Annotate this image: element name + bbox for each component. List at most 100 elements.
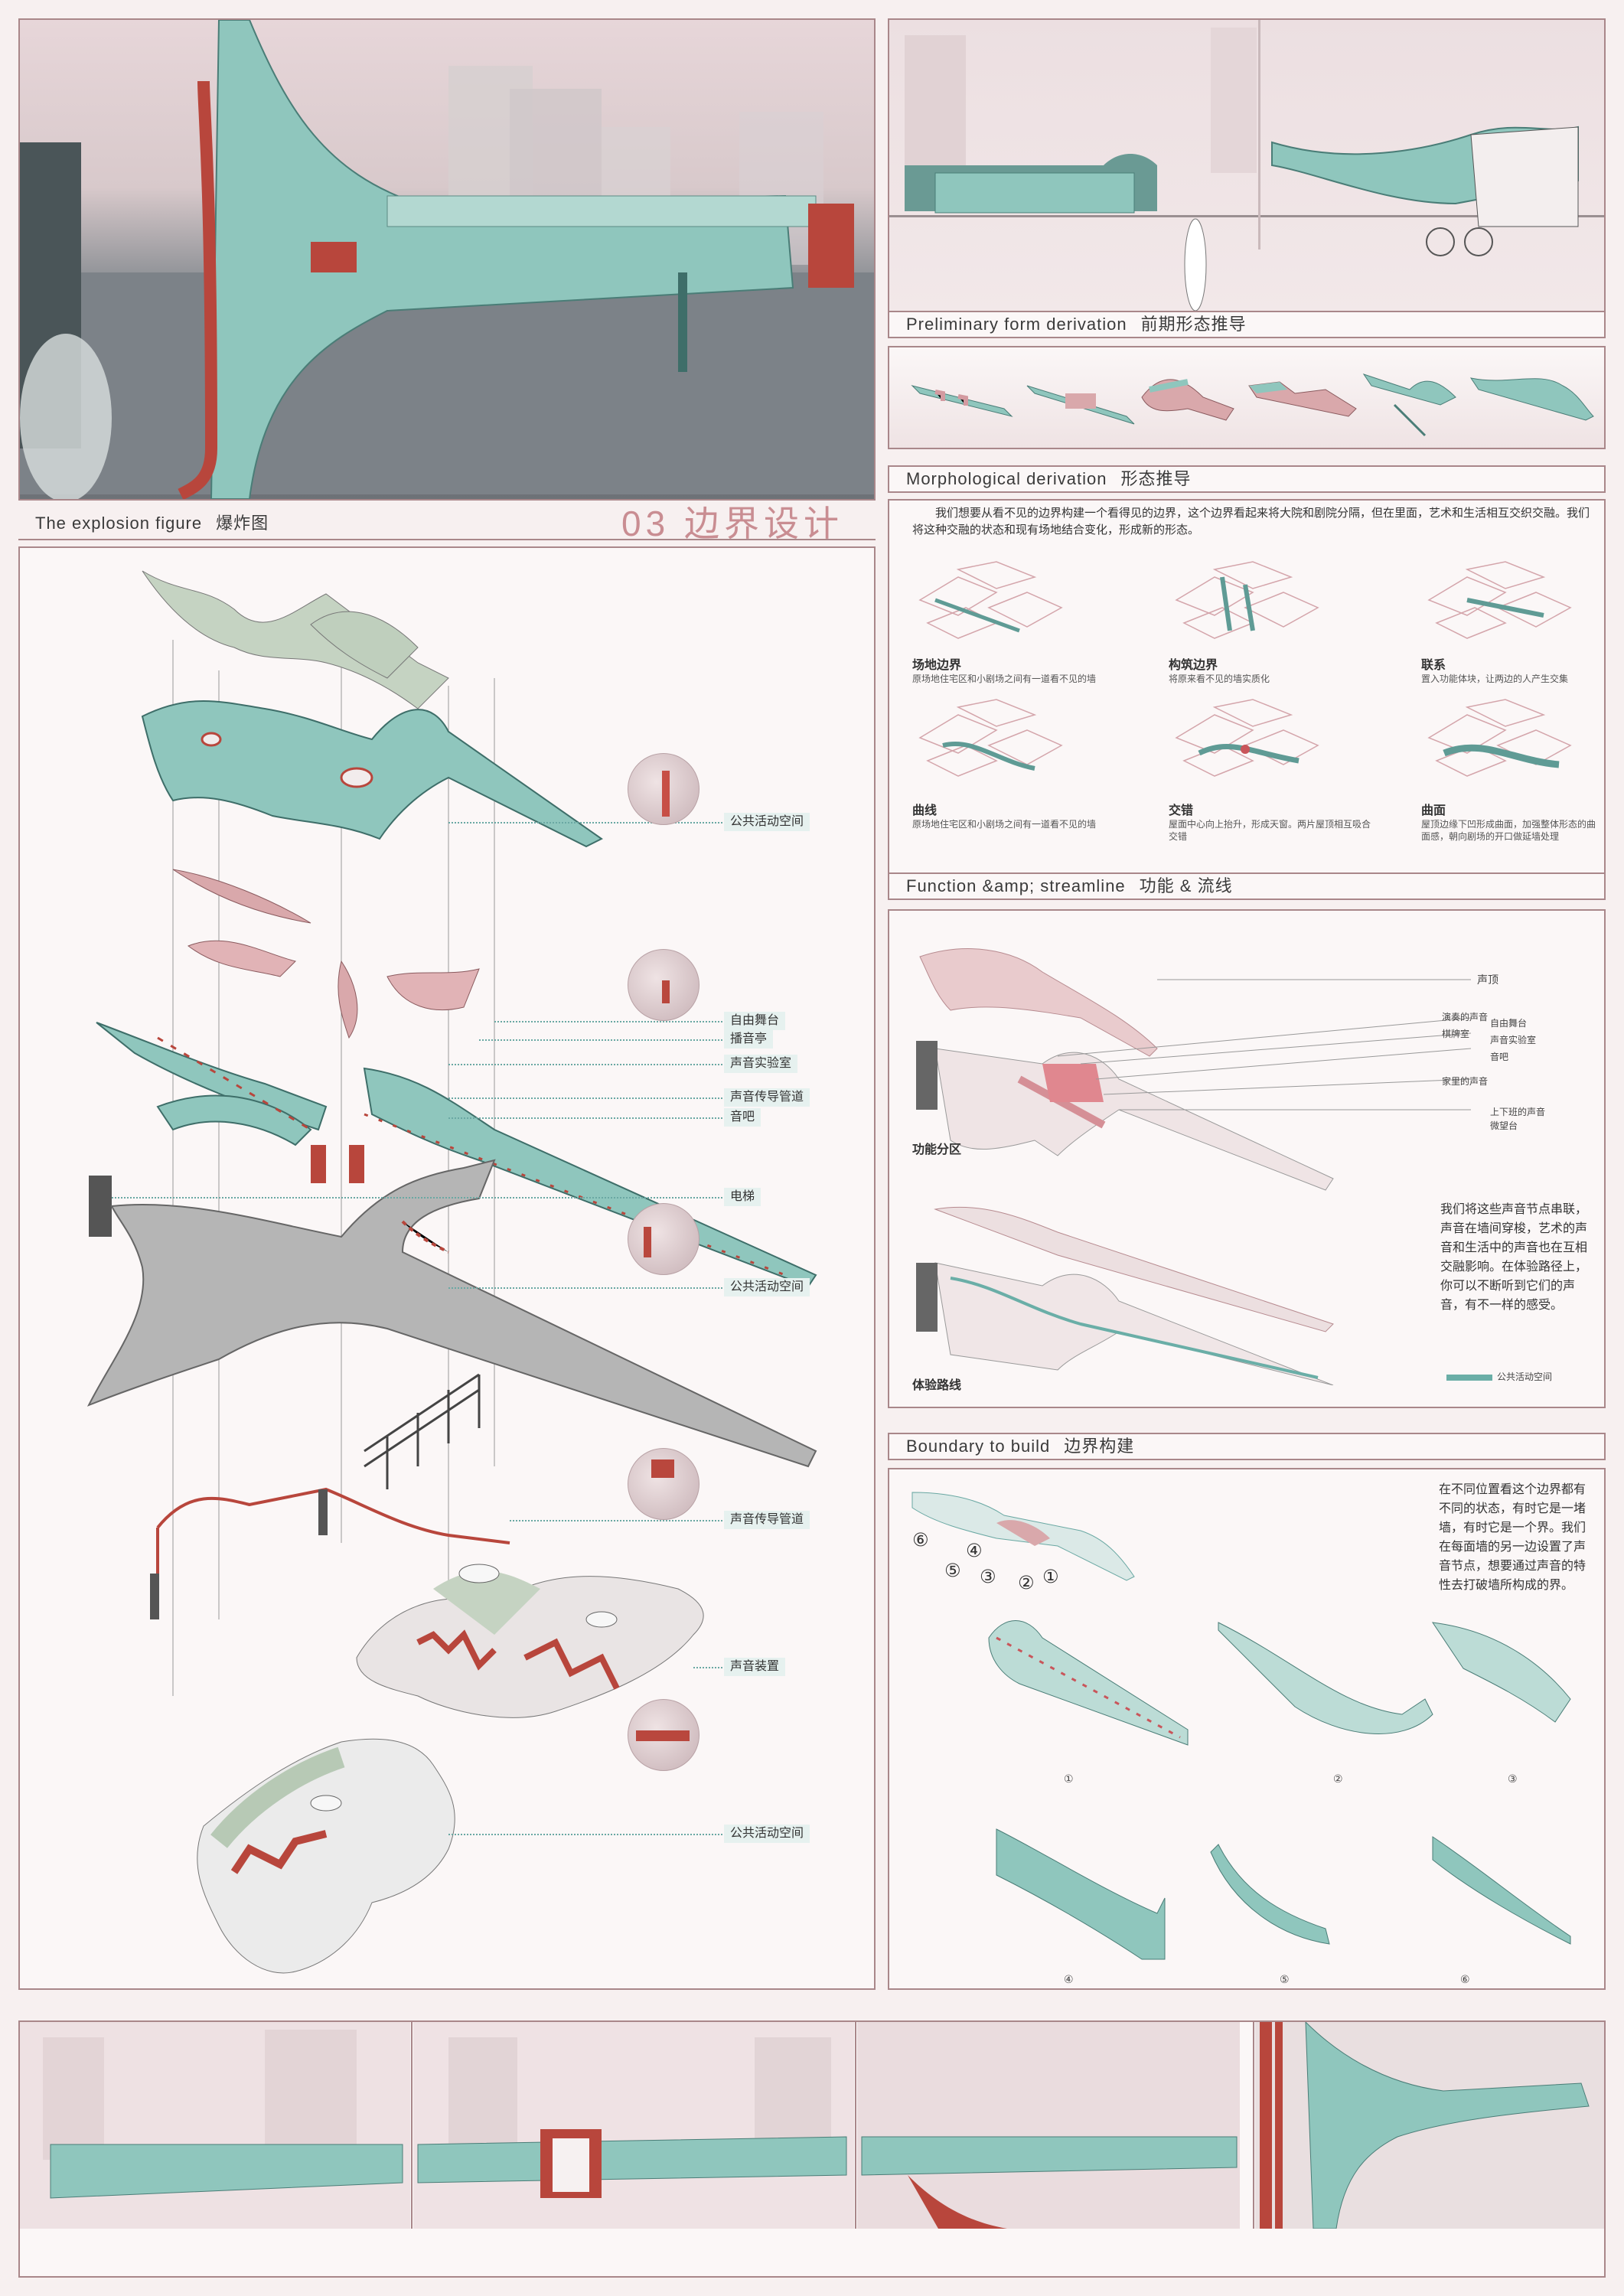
morph-desc-2: 将原来看不见的墙实质化 <box>1169 673 1270 684</box>
callout-8: 声音传导管道 <box>724 1511 810 1529</box>
callout-line-3 <box>448 1064 732 1065</box>
morph-en: Morphological derivation <box>906 469 1107 488</box>
morph-title-3: 联系 <box>1421 659 1446 672</box>
callout-line-0 <box>448 822 732 823</box>
fn-label-2: 棋牌室 <box>1442 1029 1470 1039</box>
callout-1: 自由舞台 <box>724 1012 786 1030</box>
bottom-strip-renders <box>20 2020 1604 2276</box>
view-label-6: ⑥ <box>1460 1973 1470 1985</box>
morph-diagram-3 <box>1427 561 1572 639</box>
prelim-panel <box>888 346 1606 449</box>
callout-7: 公共活动空间 <box>724 1278 810 1296</box>
section-header-explosion: The explosion figure 爆炸图 <box>18 511 432 539</box>
fn-legend-label: 公共活动空间 <box>1497 1371 1553 1382</box>
morph-desc-4: 原场地住宅区和小剧场之间有一道看不见的墙 <box>912 819 1097 830</box>
explosion-en: The explosion figure <box>35 514 203 533</box>
explosion-panel: 公共活动空间 自由舞台 播音亭 声音实验室 声音传导管道 音吧 电梯 公共活动空… <box>18 546 876 1990</box>
section-header-boundary: Boundary to build 边界构建 <box>888 1433 1606 1460</box>
callout-line-10 <box>448 1834 732 1835</box>
morph-item-6: 曲面 屋顶边缘下凹形成曲面，加强整体形态的曲面感，朝向剧场的开口做延墙处理 <box>1421 692 1597 868</box>
callout-0: 公共活动空间 <box>724 813 810 831</box>
morph-desc-6: 屋顶边缘下凹形成曲面，加强整体形态的曲面感，朝向剧场的开口做延墙处理 <box>1421 819 1596 842</box>
callout-4: 声音传导管道 <box>724 1088 810 1107</box>
bottom-strip <box>18 2020 1606 2278</box>
callout-10: 公共活动空间 <box>724 1825 810 1843</box>
morph-title-6: 曲面 <box>1421 804 1446 817</box>
bnum-1: ① <box>1042 1567 1059 1587</box>
explosion-drawing <box>86 570 817 1974</box>
morph-title-1: 场地边界 <box>912 659 962 672</box>
morph-item-1: 场地边界 原场地住宅区和小剧场之间有一道看不见的墙 <box>912 554 1111 700</box>
prelim-en: Preliminary form derivation <box>906 315 1127 334</box>
fn-zone-title: 功能分区 <box>912 1143 962 1156</box>
morph-title-2: 构筑边界 <box>1169 659 1218 672</box>
elevation-render <box>888 18 1606 317</box>
boundary-paragraph: 在不同位置看这个边界都有不同的状态，有时它是一堵墙，有时它是一个界。我们在每面墙… <box>1439 1483 1586 1592</box>
morph-intro: 我们想要从看不见的边界构建一个看得见的边界，这个边界看起来将大院和剧院分隔，但在… <box>912 507 1590 536</box>
callout-line-8 <box>510 1520 732 1521</box>
bubble-installation <box>628 1699 699 1771</box>
morph-item-5: 交错 屋面中心向上抬升，形成天窗。两片屋顶相互吸合交错 <box>1169 692 1375 842</box>
view-label-4: ④ <box>1064 1973 1074 1985</box>
big-title: 03 边界设计 <box>621 504 843 543</box>
boundary-en: Boundary to build <box>906 1437 1051 1456</box>
bubble-pipe <box>628 1448 699 1520</box>
bubble-public-space <box>628 753 699 825</box>
view-label-3: ③ <box>1508 1773 1518 1785</box>
fn-label-6: 家里的声音 <box>1442 1076 1489 1087</box>
morph-cn: 形态推导 <box>1120 469 1192 488</box>
header-underline <box>18 539 876 540</box>
morph-title-4: 曲线 <box>912 804 938 817</box>
explosion-cn: 爆炸图 <box>216 514 269 533</box>
morph-diagram-1 <box>918 561 1063 639</box>
hero-render-illustration <box>20 20 874 499</box>
bnum-3: ③ <box>980 1567 996 1587</box>
fn-route-title: 体验路线 <box>912 1379 962 1392</box>
function-panel: 声顶 演奏的声音 棋牌室 自由舞台 声音实验室 音吧 家里的声音 上下班的声音 … <box>888 909 1606 1408</box>
fn-label-5: 音吧 <box>1490 1052 1509 1062</box>
section-header-function: Function &amp; streamline 功能 & 流线 <box>888 872 1606 900</box>
callout-line-7 <box>448 1287 732 1289</box>
prelim-forms <box>911 373 1594 437</box>
function-en: Function &amp; streamline <box>906 876 1126 895</box>
morph-diagram-6 <box>1427 699 1572 777</box>
boundary-views-row1 <box>988 1620 1571 1746</box>
morph-diagram-2 <box>1175 561 1319 639</box>
morph-diagram-5 <box>1175 699 1319 777</box>
callout-6: 电梯 <box>724 1188 761 1206</box>
fn-paragraph: 我们将这些声音节点串联，声音在墙间穿梭，艺术的声音和生活中的声音也在互相交融影响… <box>1440 1203 1588 1312</box>
fn-label-3: 自由舞台 <box>1490 1018 1528 1029</box>
callout-line-2 <box>479 1039 732 1041</box>
bubble-elevator <box>628 1203 699 1275</box>
view-label-5: ⑤ <box>1280 1973 1290 1985</box>
callout-2: 播音亭 <box>724 1030 774 1049</box>
boundary-cn: 边界构建 <box>1064 1437 1135 1456</box>
bnum-5: ⑤ <box>944 1561 961 1581</box>
callout-line-9 <box>693 1667 732 1668</box>
function-cn: 功能 & 流线 <box>1139 876 1233 895</box>
callout-line-5 <box>448 1117 732 1119</box>
fn-label-4: 声音实验室 <box>1490 1035 1537 1045</box>
morph-item-2: 构筑边界 将原来看不见的墙实质化 <box>1169 554 1368 700</box>
hero-render <box>18 18 876 501</box>
boundary-views-row2 <box>996 1828 1571 1960</box>
morph-item-3: 联系 置入功能体块，让两边的人产生交集 <box>1421 554 1605 700</box>
boundary-key-plan <box>911 1492 1135 1581</box>
callout-line-6 <box>112 1197 732 1199</box>
callout-9: 声音装置 <box>724 1658 786 1676</box>
morph-desc-3: 置入功能体块，让两边的人产生交集 <box>1421 673 1569 684</box>
elevation-render-illustration <box>889 20 1604 311</box>
fn-label-8: 微望台 <box>1490 1120 1518 1131</box>
callout-line-4 <box>448 1097 732 1099</box>
callout-3: 声音实验室 <box>724 1055 798 1073</box>
morph-title-5: 交错 <box>1169 804 1194 817</box>
morph-item-4: 曲线 原场地住宅区和小剧场之间有一道看不见的墙 <box>912 692 1142 837</box>
morph-diagram-4 <box>918 699 1063 777</box>
morph-desc-5: 屋面中心向上抬升，形成天窗。两片屋顶相互吸合交错 <box>1169 819 1371 842</box>
morph-panel: 我们想要从看不见的边界构建一个看得见的边界，这个边界看起来将大院和剧院分隔，但在… <box>888 499 1606 880</box>
bnum-4: ④ <box>966 1541 983 1561</box>
morph-desc-1: 原场地住宅区和小剧场之间有一道看不见的墙 <box>912 673 1097 684</box>
view-label-1: ① <box>1064 1773 1074 1785</box>
boundary-panel: ⑥ ④ ⑤ ③ ② ① 在不同位置看这个边界都有不同的状态，有时它是一堵墙，有时… <box>888 1468 1606 1990</box>
